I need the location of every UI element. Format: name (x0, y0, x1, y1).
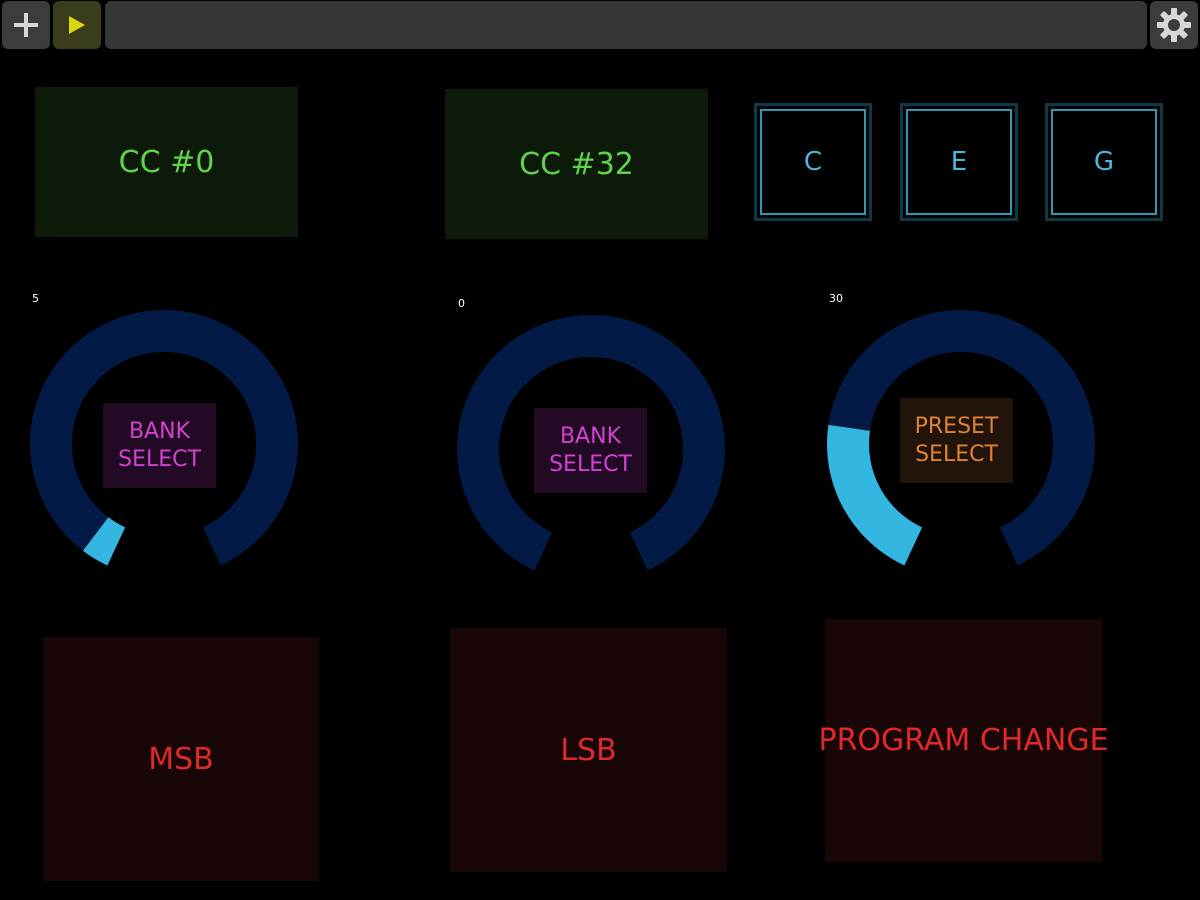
knob-fill (82, 516, 126, 566)
note-button-g[interactable]: G (1045, 103, 1163, 221)
lsb-pad[interactable]: LSB (450, 628, 727, 872)
note-label: C (803, 147, 823, 177)
note-label: E (950, 147, 968, 177)
knob-label: BANK SELECT (534, 408, 647, 493)
note-button-c[interactable]: C (754, 103, 872, 221)
knob-fill (827, 424, 923, 566)
settings-button[interactable] (1150, 1, 1198, 49)
knob-value-readout: 5 (32, 292, 39, 305)
toolbar (0, 0, 1200, 52)
knob-value-readout: 0 (458, 297, 465, 310)
preset-select-knob[interactable] (827, 310, 1095, 578)
knob-track (457, 315, 725, 571)
note-label: G (1093, 147, 1115, 177)
play-button[interactable] (53, 1, 101, 49)
plus-icon (14, 13, 38, 37)
play-icon (69, 16, 85, 34)
cc32-button[interactable]: CC #32 (445, 89, 708, 239)
knob-label: PRESET SELECT (900, 398, 1013, 483)
add-button[interactable] (2, 1, 50, 49)
program-change-pad[interactable]: PROGRAM CHANGE (818, 619, 1109, 862)
toolbar-title-field[interactable] (105, 1, 1147, 49)
msb-pad[interactable]: MSB (43, 637, 319, 881)
note-button-e[interactable]: E (900, 103, 1018, 221)
cc0-button[interactable]: CC #0 (35, 87, 298, 237)
knob-value-readout: 30 (829, 292, 843, 305)
gear-icon (1157, 8, 1191, 42)
knob-label: BANK SELECT (103, 403, 216, 488)
knob-track (30, 310, 298, 566)
bank-select-msb-knob[interactable] (30, 310, 298, 578)
bank-select-lsb-knob[interactable] (457, 315, 725, 583)
